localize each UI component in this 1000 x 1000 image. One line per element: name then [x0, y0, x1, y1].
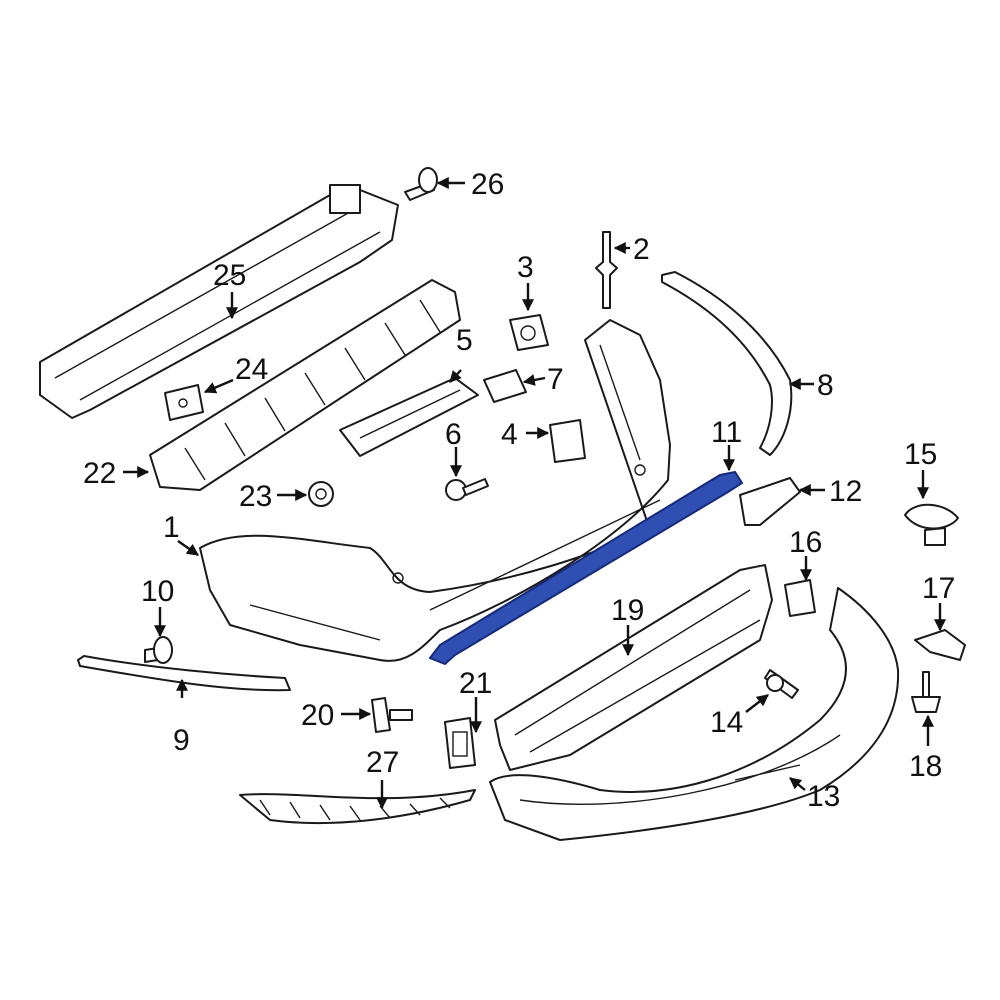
callout-27: 27 — [366, 746, 399, 779]
part-6-screw[interactable] — [445, 478, 489, 501]
part-21-bracket[interactable] — [444, 717, 476, 769]
callout-25: 25 — [213, 259, 246, 292]
callout-23: 23 — [239, 480, 272, 513]
callout-3: 3 — [517, 251, 534, 284]
callout-labels: 1 2 3 4 5 6 7 8 9 10 11 12 13 14 15 16 1… — [83, 168, 955, 813]
callout-17: 17 — [922, 572, 955, 605]
part-20-bolt[interactable] — [371, 697, 413, 733]
part-15-lamp[interactable] — [904, 503, 959, 546]
part-16-clip[interactable] — [784, 579, 816, 617]
callout-24: 24 — [235, 353, 268, 386]
leader-lines — [123, 177, 946, 810]
part-23-screw[interactable] — [308, 481, 334, 507]
callout-14: 14 — [710, 706, 743, 739]
part-27-lower-trim[interactable] — [239, 789, 476, 825]
part-18-bolt[interactable] — [911, 671, 941, 713]
part-22-energy-absorber[interactable] — [149, 279, 461, 491]
part-8-trim-molding[interactable] — [661, 271, 793, 456]
callout-7: 7 — [547, 363, 564, 396]
callout-8: 8 — [817, 369, 834, 402]
part-13-lower-valance[interactable] — [489, 587, 900, 841]
callout-10: 10 — [141, 575, 174, 608]
part-26-bolt[interactable] — [404, 167, 438, 201]
part-25-reinforcement-beam[interactable] — [39, 184, 399, 419]
part-3-sensor[interactable] — [509, 314, 549, 351]
callout-20: 20 — [301, 699, 334, 732]
part-24-bracket[interactable] — [164, 384, 204, 421]
part-10-rivet[interactable] — [144, 636, 173, 664]
part-14-fastener[interactable] — [764, 669, 799, 699]
callout-21: 21 — [459, 667, 492, 700]
callout-5: 5 — [456, 324, 473, 357]
part-9-trim-strip[interactable] — [77, 655, 291, 692]
callout-26: 26 — [471, 168, 504, 201]
part-12-bracket[interactable] — [739, 477, 801, 526]
callout-22: 22 — [83, 457, 116, 490]
callout-18: 18 — [909, 750, 942, 783]
callout-19: 19 — [611, 594, 644, 627]
callout-2: 2 — [633, 233, 650, 266]
part-4-module[interactable] — [549, 419, 586, 463]
part-7-pad[interactable] — [483, 369, 527, 403]
callout-6: 6 — [445, 418, 462, 451]
part-19-support[interactable] — [494, 564, 773, 771]
callout-11: 11 — [711, 416, 742, 449]
callout-1: 1 — [163, 511, 180, 544]
callout-9: 9 — [173, 724, 190, 757]
callout-16: 16 — [789, 526, 822, 559]
callout-12: 12 — [829, 475, 862, 508]
part-17-bracket[interactable] — [914, 629, 966, 661]
part-5-bracket[interactable] — [339, 377, 479, 457]
callout-15: 15 — [904, 438, 937, 471]
callout-13: 13 — [807, 780, 840, 813]
part-2-push-pin[interactable] — [595, 231, 618, 309]
part-11-bumper-strip[interactable] — [428, 470, 744, 666]
callout-4: 4 — [501, 418, 518, 451]
